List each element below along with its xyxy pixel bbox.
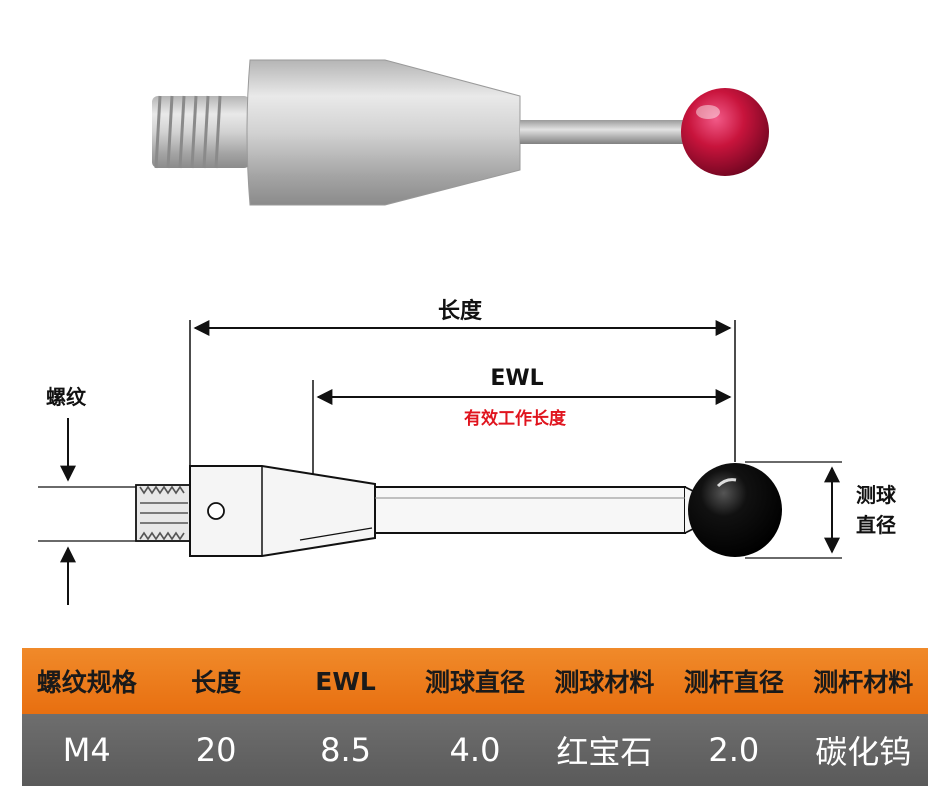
cell-ball-diameter: 4.0 [410,714,540,786]
spec-table: 螺纹规格 长度 EWL 测球直径 测球材料 测杆直径 测杆材料 M4 20 8.… [22,648,928,786]
table-row: M4 20 8.5 4.0 红宝石 2.0 碳化钨 [22,714,928,786]
header-stem-material: 测杆材料 [798,648,928,714]
drawing-stem [374,486,686,534]
cell-ball-material: 红宝石 [539,714,670,786]
header-length: 长度 [151,648,281,714]
cell-thread-spec: M4 [22,714,152,786]
cell-length: 20 [151,714,281,786]
cell-stem-diameter: 2.0 [669,714,799,786]
drawing-ball [688,463,782,557]
stylus-photo [152,59,769,206]
spec-table-header: 螺纹规格 长度 EWL 测球直径 测球材料 测杆直径 测杆材料 [22,648,928,714]
header-ball-material: 测球材料 [539,648,670,714]
ball-diameter-label-2: 直径 [856,513,896,537]
header-ball-diameter: 测球直径 [410,648,540,714]
length-label: 长度 [438,298,483,324]
ewl-label: EWL [490,366,543,391]
photo-stem [520,120,690,144]
drawing-body-hole [207,502,225,520]
header-stem-diameter: 测杆直径 [669,648,799,714]
header-thread-spec: 螺纹规格 [22,648,152,714]
header-ewl: EWL [280,648,411,714]
photo-ruby-ball [681,88,769,176]
photo-thread [152,95,250,169]
cell-ewl: 8.5 [280,714,411,786]
ball-diameter-label-1: 测球 [856,483,897,507]
photo-body [246,59,521,206]
thread-label: 螺纹 [46,385,87,409]
cell-stem-material: 碳化钨 [798,714,928,786]
effective-length-label: 有效工作长度 [464,408,567,429]
stylus-illustration: 长度 EWL 有效工作长度 螺纹 测球 直径 [38,59,897,605]
technical-drawing [38,320,842,605]
